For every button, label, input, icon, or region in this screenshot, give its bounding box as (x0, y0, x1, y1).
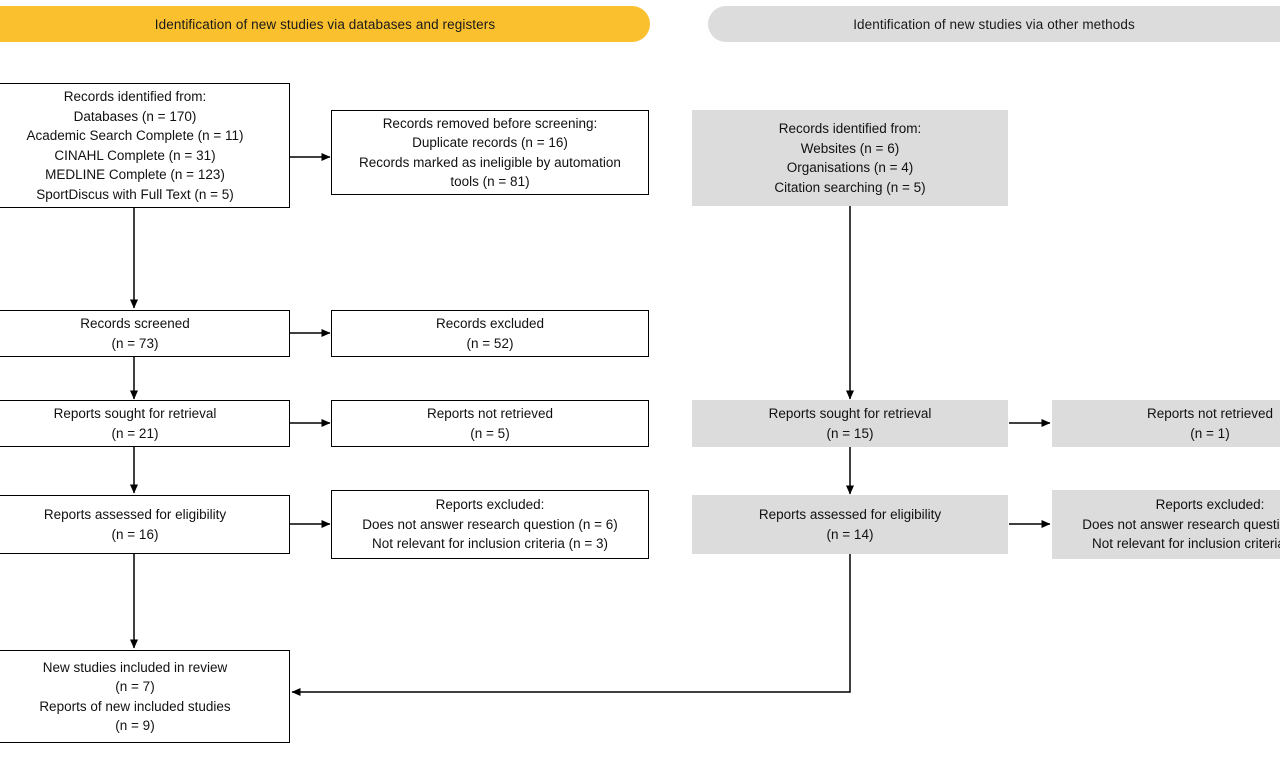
box-records-identified-databases: Records identified from: Databases (n = … (0, 83, 290, 208)
box-reports-not-retrieved: Reports not retrieved (n = 5) (331, 400, 649, 447)
box-records-screened: Records screened (n = 73) (0, 310, 290, 357)
banner-right-label: Identification of new studies via other … (853, 16, 1135, 32)
box-line: New studies included in review (42, 659, 228, 675)
box-other-reports-not-retrieved: Reports not retrieved (n = 1) (1052, 400, 1280, 447)
box-line: (n = 9) (115, 718, 155, 733)
box-new-studies-included-in-review: New studies included in review (n = 7) R… (0, 650, 290, 743)
box-other-reports-sought-for-retrieval: Reports sought for retrieval (n = 15) (692, 400, 1008, 447)
box-line: Not relevant for inclusion criteria (n =… (372, 536, 608, 552)
box-line: tools (n = 81) (450, 174, 530, 189)
box-reports-assessed-for-eligibility: Reports assessed for eligibility (n = 16… (0, 495, 290, 554)
box-line: Websites (n = 6) (800, 140, 900, 156)
box-line: Reports assessed for eligibility (758, 507, 942, 522)
box-line: SportDiscus with Full Text (n = 5) (36, 186, 234, 202)
box-line: Records screened (80, 316, 190, 331)
arrow-other-assessed-to-included (291, 554, 851, 696)
box-line: Records removed before screening: (382, 115, 598, 131)
box-line: Reports not retrieved (1146, 406, 1274, 421)
box-line: Reports of new included studies (39, 698, 231, 714)
box-reports-excluded-detail: Reports excluded: Does not answer resear… (331, 490, 649, 559)
box-line: Duplicate records (n = 16) (412, 135, 568, 150)
banner-identification-other-methods: Identification of new studies via other … (708, 6, 1280, 42)
box-records-excluded: Records excluded (n = 52) (331, 310, 649, 357)
box-line: Reports assessed for eligibility (43, 507, 227, 522)
box-other-reports-excluded-detail: Reports excluded: Does not answer resear… (1052, 490, 1280, 559)
box-line: Reports excluded: (1155, 497, 1265, 513)
box-line: Records excluded (435, 316, 545, 331)
box-other-reports-assessed-for-eligibility: Reports assessed for eligibility (n = 14… (692, 495, 1008, 554)
box-line: (n = 52) (466, 335, 514, 351)
box-line: Not relevant for inclusion criteria (n =… (1092, 536, 1280, 552)
box-line: Citation searching (n = 5) (774, 179, 926, 195)
box-line: Does not answer research question (n = 6… (362, 516, 618, 532)
box-line: Does not answer research question (n = 4… (1082, 516, 1280, 532)
box-other-records-identified: Records identified from: Websites (n = 6… (692, 110, 1008, 206)
box-line: (n = 1) (1190, 425, 1230, 441)
box-line: Reports excluded: (435, 497, 545, 513)
box-line: (n = 7) (115, 679, 155, 694)
box-line: (n = 73) (111, 335, 159, 351)
box-line: Organisations (n = 4) (786, 160, 914, 175)
box-line: Records identified from: (63, 89, 207, 104)
box-line: Reports sought for retrieval (768, 406, 932, 421)
box-line: Databases (n = 170) (73, 108, 197, 124)
box-line: (n = 5) (470, 425, 510, 441)
box-records-removed-before-screening: Records removed before screening: Duplic… (331, 110, 649, 195)
box-line: (n = 15) (826, 425, 874, 441)
box-line: (n = 21) (111, 425, 159, 441)
box-line: Reports sought for retrieval (53, 406, 217, 421)
box-line: MEDLINE Complete (n = 123) (45, 167, 225, 182)
box-line: Records marked as ineligible by automati… (359, 154, 621, 170)
banner-left-label: Identification of new studies via databa… (154, 16, 496, 32)
banner-identification-databases: Identification of new studies via databa… (0, 6, 650, 42)
box-line: Academic Search Complete (n = 11) (26, 128, 244, 143)
box-line: Reports not retrieved (426, 406, 554, 421)
box-line: (n = 16) (111, 526, 159, 542)
box-line: (n = 14) (826, 526, 874, 542)
box-reports-sought-for-retrieval: Reports sought for retrieval (n = 21) (0, 400, 290, 447)
box-line: CINAHL Complete (n = 31) (54, 147, 216, 163)
box-line: Records identified from: (778, 121, 922, 136)
